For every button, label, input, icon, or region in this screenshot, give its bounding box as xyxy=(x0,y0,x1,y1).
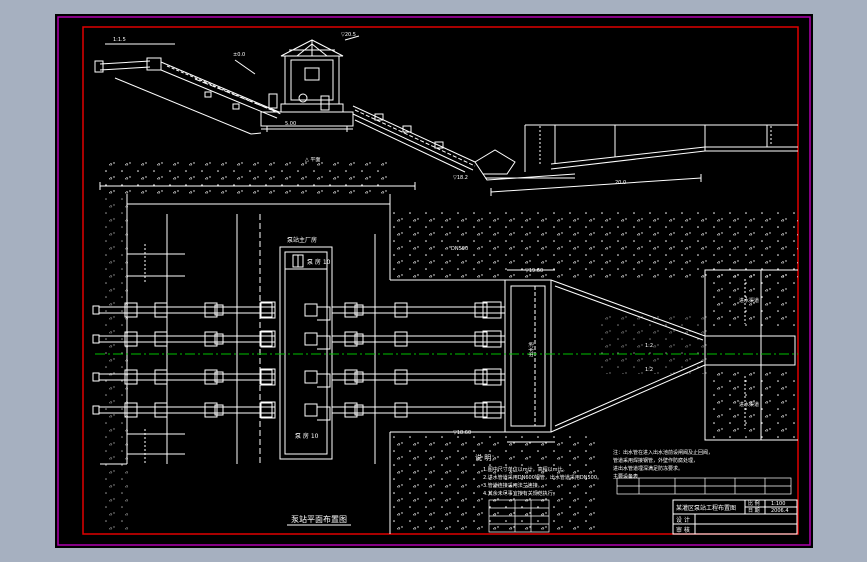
svg-text:DN500: DN500 xyxy=(451,246,468,252)
notes-block: 1.图中尺寸单位以m计，高程以m计。2.进水管道采用DN600钢管，出水管道采用… xyxy=(483,466,602,497)
rnotes-line: 进出水管道埋深满足防冻要求。 xyxy=(613,465,683,472)
title-block-date-label: 日 期 xyxy=(748,508,760,514)
svg-text:1:1.5: 1:1.5 xyxy=(113,37,126,43)
rnotes-line: 注：出水管在进入出水池前设闸阀及止回阀， xyxy=(613,449,713,456)
svg-text:▽19.60: ▽19.60 xyxy=(525,268,543,274)
ground-hatching xyxy=(100,162,798,534)
svg-text:20.0: 20.0 xyxy=(615,180,626,186)
rnotes-line: 管道采用焊接钢管，外壁作防腐处理， xyxy=(613,457,698,464)
dimension-text-marks: 1:1.5 ±0.0 ▽20.5 5.00 ▽18.2 20.0 ▽19.60 … xyxy=(113,32,759,436)
title-block-check-label: 审 核 xyxy=(676,526,690,534)
notes-line: 3.管道连接采用法兰连接。 xyxy=(483,482,543,489)
plan-view-title: 泵站平面布置图 xyxy=(291,514,347,524)
pump-house-label-lower: 泵 房 10 xyxy=(295,432,319,440)
svg-text:进水渠道: 进水渠道 xyxy=(739,297,759,304)
plan-view xyxy=(99,182,507,534)
svg-text:▽20.5: ▽20.5 xyxy=(341,32,356,38)
svg-text:▽18.2: ▽18.2 xyxy=(453,175,468,181)
svg-text:▽18.60: ▽18.60 xyxy=(453,430,471,436)
title-block-scale-label: 比 例 xyxy=(748,500,760,507)
svg-text:1:2: 1:2 xyxy=(645,367,653,373)
svg-text:1:2: 1:2 xyxy=(645,343,653,349)
note-table xyxy=(488,499,550,533)
pump-house-label: 泵 房 10 xyxy=(307,258,331,266)
notes-line: 1.图中尺寸单位以m计，高程以m计。 xyxy=(483,466,568,473)
notes-line: 4.其余未尽事宜按有关规范执行。 xyxy=(483,490,558,497)
title-block-drawing-name: 某灌区泵站工程布置图 xyxy=(676,504,736,512)
svg-text:△ 平面: △ 平面 xyxy=(305,157,320,163)
outer-frame xyxy=(57,16,811,546)
svg-text:出水池: 出水池 xyxy=(528,342,535,357)
pipelines xyxy=(92,301,505,421)
cad-drawing: 1:1.5 ±0.0 ▽20.5 5.00 ▽18.2 20.0 ▽19.60 … xyxy=(57,16,811,546)
outlet-structure xyxy=(504,269,798,443)
svg-text:进水渠道: 进水渠道 xyxy=(739,401,759,408)
title-block-design-label: 设 计 xyxy=(676,516,690,524)
pump-house-top-label: 泵站主厂房 xyxy=(287,236,317,244)
drawing-viewport[interactable]: 1:1.5 ±0.0 ▽20.5 5.00 ▽18.2 20.0 ▽19.60 … xyxy=(55,14,813,548)
equipment-table xyxy=(616,477,792,495)
rnotes-line: 主要设备表 xyxy=(613,473,638,480)
svg-text:±0.0: ±0.0 xyxy=(233,52,245,58)
title-block-date-value: 2006.4 xyxy=(771,508,789,514)
longitudinal-section xyxy=(94,35,798,196)
notes-line: 2.进水管道采用DN600钢管，出水管道采用DN500。 xyxy=(483,474,602,481)
title-block-scale-value: 1:100 xyxy=(771,501,785,507)
svg-text:5.00: 5.00 xyxy=(285,121,296,127)
notes-title: 说 明： xyxy=(475,453,498,462)
right-notes-block: 注：出水管在进入出水池前设闸阀及止回阀， 管道采用焊接钢管，外壁作防腐处理， 进… xyxy=(613,449,713,480)
title-block: 某灌区泵站工程布置图 比 例 1:100 日 期 2006.4 设 计 审 核 xyxy=(672,499,798,535)
